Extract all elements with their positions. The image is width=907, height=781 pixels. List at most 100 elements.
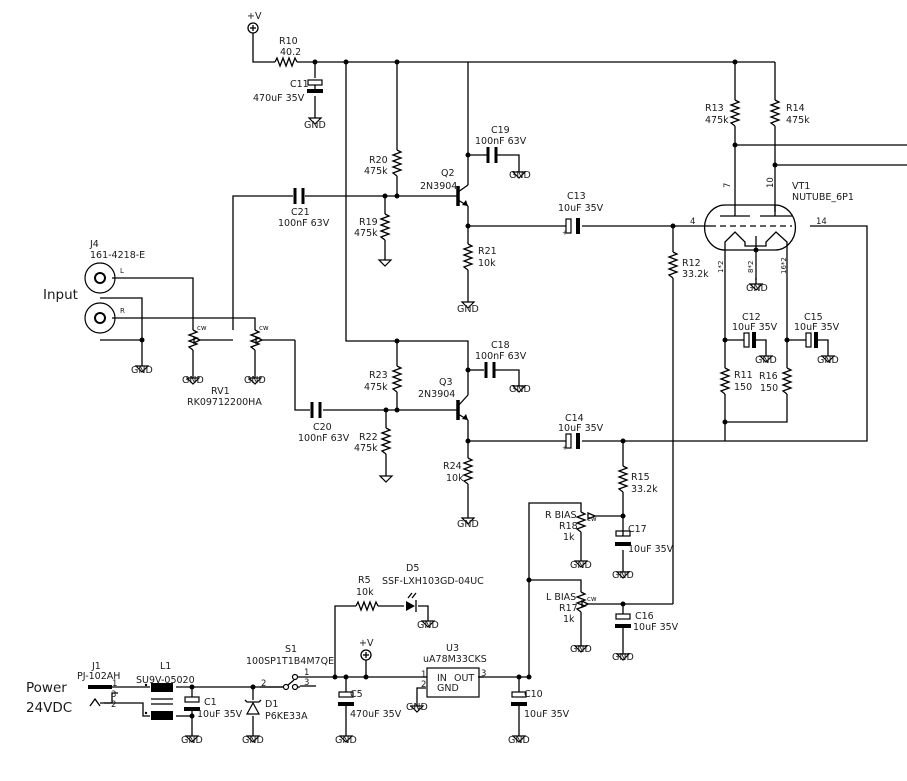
label-R24-value: 10k [446, 473, 464, 484]
label-L1-ref: L1 [160, 661, 171, 672]
tube-pin-4: 4 [690, 217, 695, 227]
s1-pin-3: 3 [304, 678, 309, 688]
power-title-line2: 24VDC [26, 700, 72, 716]
resistor-R10 [274, 56, 298, 68]
label-R23-ref: R23 [369, 370, 388, 381]
label-R12-ref: R12 [682, 258, 701, 269]
gnd-label: GND [457, 304, 479, 315]
label-R17-ref: R17 [559, 603, 578, 614]
label-R18-ref: R18 [559, 521, 578, 532]
label-R17-bias: L BIAS [546, 592, 576, 603]
label-R18-value: 1k [563, 532, 575, 543]
label-D5-ref: D5 [406, 563, 419, 574]
label-R20-ref: R20 [369, 155, 388, 166]
gnd-label: GND [242, 735, 264, 746]
label-R14-ref: R14 [786, 103, 805, 114]
tube-pin-16x2: 16*2 [780, 257, 788, 274]
common-mode-choke-L1 [144, 683, 173, 720]
label-R23-value: 475k [364, 382, 388, 393]
label-VT1-value: NUTUBE_6P1 [792, 192, 854, 203]
label-R18-bias: R BIAS [545, 510, 576, 521]
label-U3-value: uA78M33CKS [423, 654, 487, 665]
gnd-label: GND [508, 735, 530, 746]
label-C21-value: 100nF 63V [278, 218, 330, 229]
label-Q3-ref: Q3 [439, 377, 453, 388]
label-J1-ref: J1 [91, 661, 101, 672]
u3-out-label: OUT [454, 673, 474, 684]
switch-S1 [260, 673, 300, 691]
gnd-label: GND [181, 735, 203, 746]
cw-label: cw [587, 595, 597, 603]
capacitors [184, 79, 818, 711]
tube-pin-7: 7 [723, 183, 733, 188]
label-C19-value: 100nF 63V [475, 136, 527, 147]
cw-label: cw [587, 515, 597, 523]
label-R19-ref: R19 [359, 217, 378, 228]
label-R15-value: 33.2k [631, 484, 658, 495]
label-RV1-ref: RV1 [211, 386, 230, 397]
label-D1-ref: D1 [265, 699, 278, 710]
u3-pin-3: 3 [481, 669, 486, 679]
label-C14-ref: C14 [565, 413, 584, 424]
label-R14-value: 475k [786, 115, 810, 126]
label-R19-value: 475k [354, 228, 378, 239]
s1-pin-1: 1 [304, 668, 309, 678]
label-R12-value: 33.2k [682, 269, 709, 280]
label-C13-ref: C13 [567, 191, 586, 202]
label-C18-value: 100nF 63V [475, 351, 527, 362]
s1-pin-2: 2 [261, 679, 266, 689]
u3-gnd-label: GND [437, 683, 459, 694]
label-C17-value: 10uF 35V [628, 544, 674, 555]
label-R11-ref: R11 [734, 370, 753, 381]
label-C10-value: 10uF 35V [524, 709, 570, 720]
gnd-label: GND [509, 170, 531, 181]
label-J4-ref: J4 [89, 239, 99, 250]
label-C11-value: 470uF 35V [253, 93, 305, 104]
plus-label: + [562, 229, 568, 237]
led-D5 [406, 592, 417, 612]
tube-pin-1x2: 1*2 [717, 261, 725, 273]
label-C5-ref: C5 [350, 689, 363, 700]
junctions [139, 59, 790, 719]
label-C10-ref: C10 [524, 689, 543, 700]
label-C12-value: 10uF 35V [732, 322, 778, 333]
label-C1-value: 10uF 35V [197, 709, 243, 720]
label-R10-value: 40.2 [280, 47, 301, 58]
gnd-symbols [135, 111, 835, 743]
label-C19-ref: C19 [491, 125, 510, 136]
u3-pin-2: 2 [421, 680, 426, 690]
label-J1-value: PJ-102AH [77, 671, 120, 682]
gnd-label: GND [457, 519, 479, 530]
gnd-label: GND [509, 384, 531, 395]
vcc-symbol-reg [360, 649, 372, 661]
label-C14-value: 10uF 35V [558, 423, 604, 434]
label-R21-ref: R21 [478, 246, 497, 257]
regulator-U3 [420, 667, 484, 698]
label-C1-ref: C1 [204, 697, 217, 708]
j1-pin-2: 2 [111, 700, 116, 710]
gnd-label: GND [335, 735, 357, 746]
gnd-label: GND [570, 560, 592, 571]
tube-pin-8x2: 8*2 [747, 261, 755, 273]
vcc-label-top: +V [247, 11, 262, 22]
label-C12-ref: C12 [742, 312, 761, 323]
label-C11-ref: C11 [290, 79, 309, 90]
potentiometers [187, 329, 596, 613]
gnd-label: GND [406, 702, 428, 713]
tube-pin-10: 10 [766, 177, 776, 188]
gnd-label: GND [612, 570, 634, 581]
input-title: Input [43, 287, 78, 303]
label-R13-ref: R13 [705, 103, 724, 114]
label-J4-pin-r: R [120, 307, 125, 315]
label-R21-value: 10k [478, 258, 496, 269]
gnd-label: GND [244, 375, 266, 386]
label-D1-value: P6KE33A [265, 711, 308, 722]
label-VT1-ref: VT1 [792, 181, 810, 192]
label-R22-value: 475k [354, 443, 378, 454]
label-L1-value: SU9V-05020 [136, 675, 195, 686]
rca-jack-J4 [84, 262, 116, 334]
label-Q2-ref: Q2 [441, 168, 455, 179]
label-R10-ref: R10 [279, 36, 298, 47]
gnd-label: GND [746, 283, 768, 294]
